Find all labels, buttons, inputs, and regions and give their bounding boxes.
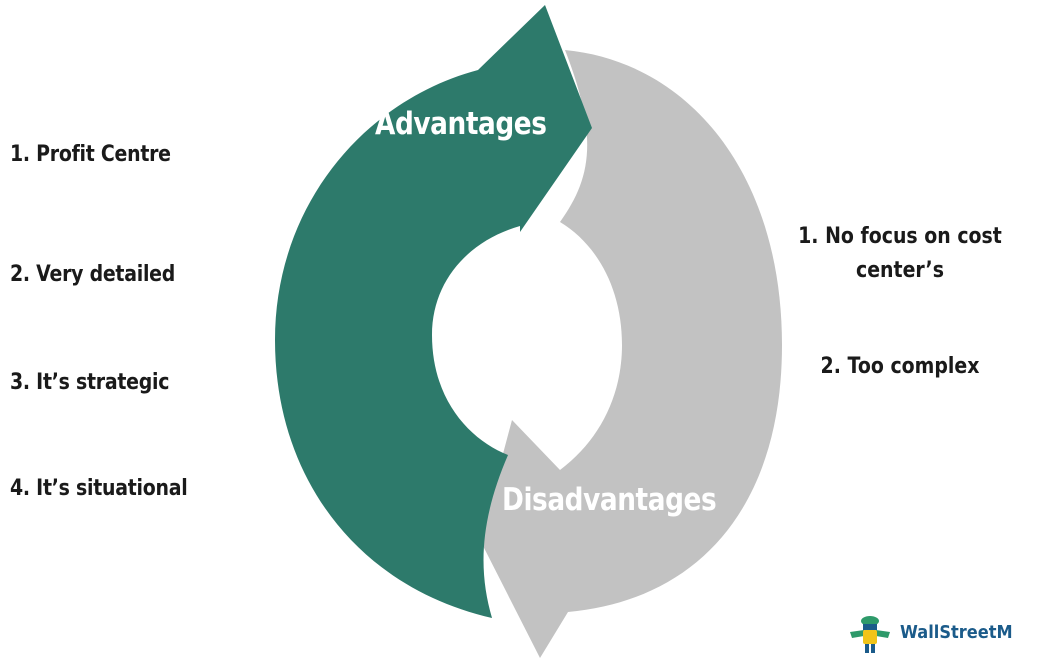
disadvantage-item-1: 1. No focus on cost center’s xyxy=(797,220,1003,288)
brand-logo: WallStreetM xyxy=(846,608,1041,656)
disadvantages-arrow xyxy=(480,50,782,658)
advantage-item-3: 3. It’s strategic xyxy=(10,370,170,395)
mojo-figure-icon xyxy=(850,616,890,653)
advantages-arrow xyxy=(275,5,592,618)
disadvantages-label: Disadvantages xyxy=(502,482,717,518)
brand-name: WallStreetM xyxy=(900,621,1013,643)
disadvantage-item-2: 2. Too complex xyxy=(820,354,980,379)
advantage-item-4: 4. It’s situational xyxy=(10,476,188,501)
advantage-item-1: 1. Profit Centre xyxy=(10,142,171,167)
advantage-item-2: 2. Very detailed xyxy=(10,262,176,287)
disadvantage-item-1-line-1: 1. No focus on cost xyxy=(798,224,1002,249)
advantages-label: Advantages xyxy=(375,106,547,142)
disadvantage-item-1-line-2: center’s xyxy=(856,258,944,283)
